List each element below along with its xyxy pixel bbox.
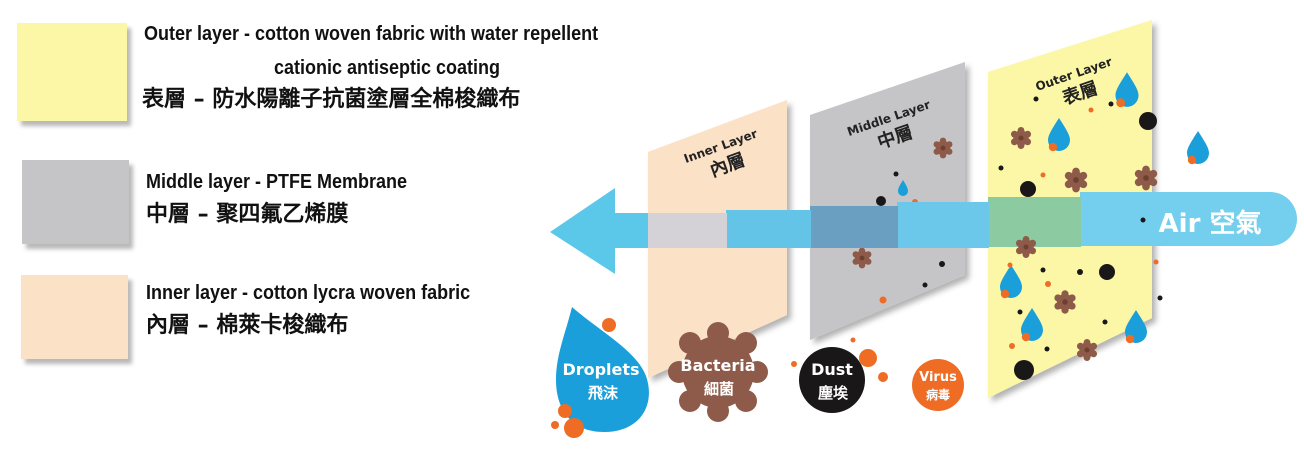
middle-panel-particles bbox=[852, 137, 953, 304]
outer-panel-particles bbox=[998, 72, 1209, 380]
legend-swatch-middle bbox=[22, 160, 129, 244]
air-flow-arrow bbox=[550, 188, 1297, 274]
droplets-label-zh: 飛沫 bbox=[587, 384, 619, 402]
legend-swatch-outer bbox=[17, 23, 127, 121]
legend-outer-zh: 表層 – 防水陽離子抗菌塗層全棉梭織布 bbox=[142, 87, 521, 112]
legend-outer-title-line2: cationic antiseptic coating bbox=[274, 57, 501, 79]
virus-label-en: Virus bbox=[919, 370, 957, 385]
virus-label-zh: 病毒 bbox=[926, 387, 950, 402]
virus-icon bbox=[912, 359, 964, 411]
legend-middle-title: Middle layer - PTFE Membrane bbox=[146, 171, 408, 193]
bacteria-label-zh: 細菌 bbox=[704, 380, 734, 398]
bacteria-icon bbox=[668, 322, 768, 422]
middle-layer-panel bbox=[810, 62, 965, 340]
legend-inner-title: Inner layer - cotton lycra woven fabric bbox=[146, 282, 471, 304]
air-label: Air 空氣 bbox=[1159, 208, 1262, 239]
legend-inner-zh: 內層 – 棉萊卡梭織布 bbox=[146, 313, 349, 338]
particle-legend: Droplets 飛沫 Bacteria 細菌 Dust 塵埃 Vir bbox=[551, 307, 964, 438]
dust-icon bbox=[791, 337, 888, 413]
legend-swatch-inner bbox=[21, 275, 128, 359]
bacteria-label-en: Bacteria bbox=[680, 356, 755, 375]
legend-middle-zh: 中層 – 聚四氟乙烯膜 bbox=[146, 202, 349, 227]
droplets-label-en: Droplets bbox=[562, 360, 639, 379]
dust-label-en: Dust bbox=[811, 360, 853, 379]
droplets-icon bbox=[551, 307, 649, 438]
legend-outer-title-line1: Outer layer - cotton woven fabric with w… bbox=[144, 23, 599, 45]
dust-label-zh: 塵埃 bbox=[818, 384, 849, 402]
